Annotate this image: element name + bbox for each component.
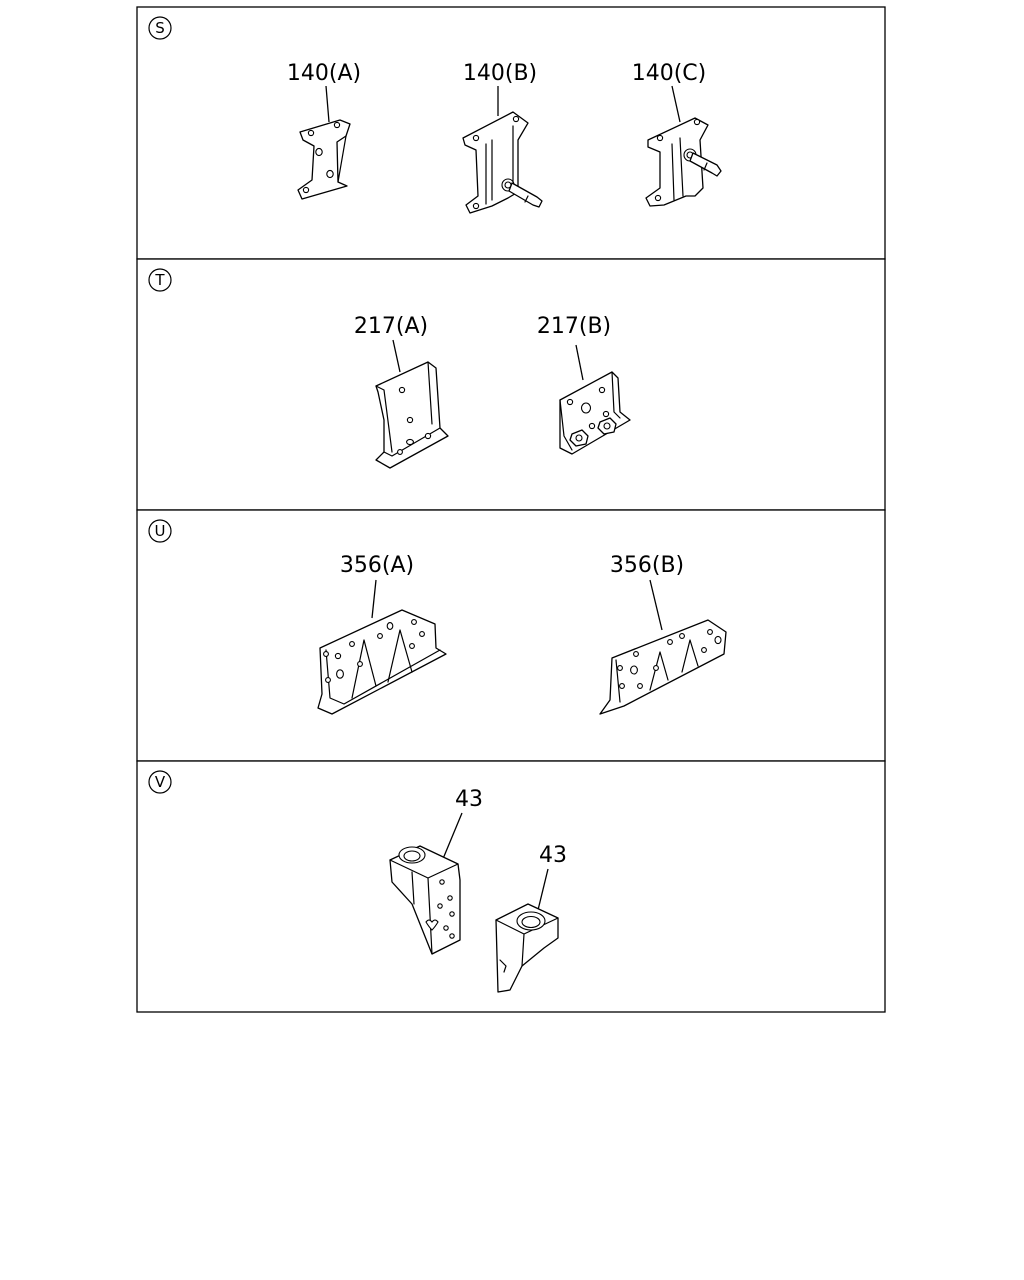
- leader-356a: [371, 579, 377, 619]
- leader-140a: [325, 85, 330, 123]
- panel-t-frame: [136, 258, 886, 511]
- part-140a: [297, 119, 351, 200]
- panel-v-badge-letter: V: [155, 773, 166, 791]
- panel-v-badge: [148, 770, 172, 794]
- part-43-left: [389, 845, 461, 955]
- label-217a: 217(A): [354, 314, 428, 339]
- panel-u-frame: [136, 509, 886, 762]
- panel-s-badge-letter: S: [155, 19, 165, 37]
- leader-43-right: [537, 868, 549, 911]
- part-217b: [559, 371, 631, 455]
- leader-217a: [392, 339, 401, 373]
- label-356a: 356(A): [340, 553, 414, 578]
- panel-v: V 43 43: [136, 760, 886, 1013]
- part-356b: [599, 619, 727, 715]
- part-140c: [645, 117, 722, 207]
- panel-u: U 356(A) 356(B): [136, 509, 886, 762]
- label-43-left: 43: [455, 787, 483, 812]
- part-140b: [462, 111, 543, 214]
- label-356b: 356(B): [610, 553, 684, 578]
- label-140b: 140(B): [463, 61, 537, 86]
- panel-t: T 217(A) 217(B): [136, 258, 886, 511]
- panel-u-badge-letter: U: [155, 522, 166, 540]
- panel-s: S 140(A) 140(B) 140(C): [136, 6, 886, 260]
- leader-356b: [649, 579, 663, 631]
- panel-t-badge-letter: T: [154, 271, 165, 289]
- panel-t-badge: [148, 268, 172, 292]
- label-140c: 140(C): [632, 61, 707, 86]
- panel-s-badge: [148, 16, 172, 40]
- part-356a: [317, 609, 447, 715]
- panel-u-badge: [148, 519, 172, 543]
- label-43-right: 43: [539, 843, 567, 868]
- part-43-right: [495, 903, 559, 993]
- leader-140c: [671, 85, 681, 123]
- part-217a: [375, 361, 449, 469]
- label-217b: 217(B): [537, 314, 611, 339]
- label-140a: 140(A): [287, 61, 361, 86]
- leader-217b: [575, 344, 584, 381]
